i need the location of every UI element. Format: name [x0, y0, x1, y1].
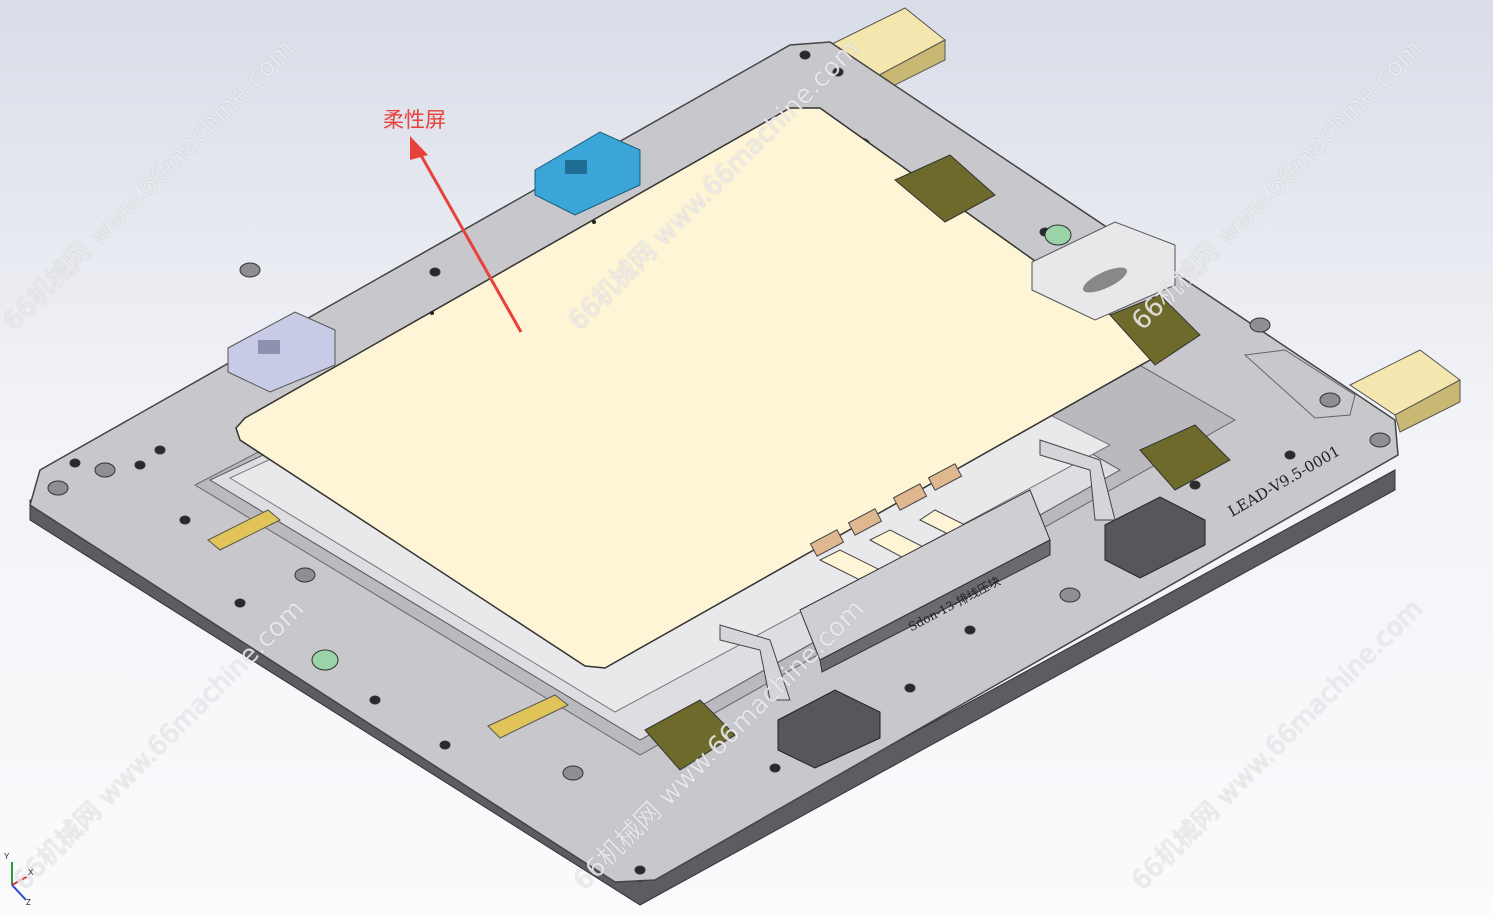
plate-hole — [94, 462, 116, 478]
plate-hole — [1319, 392, 1341, 408]
plate-hole — [904, 683, 916, 693]
flexible-screen-label: 柔性屏 — [383, 108, 446, 132]
plate-hole — [429, 267, 441, 277]
cable-press-block — [799, 489, 1051, 673]
plate-hole — [234, 598, 246, 608]
plate-hole — [369, 695, 381, 705]
coordinate-triad — [11, 862, 29, 901]
plate-hole — [1284, 450, 1296, 460]
plate-hole — [769, 763, 781, 773]
label-recess — [1243, 349, 1356, 419]
olive-clamps — [644, 154, 1231, 771]
plate-hole — [1189, 480, 1201, 490]
plate-hole — [294, 567, 316, 583]
plate-hole — [439, 740, 451, 750]
plate-hole — [832, 67, 844, 77]
clamp-lilac — [227, 311, 336, 393]
plate-hole — [964, 625, 976, 635]
clamp-blue — [534, 131, 641, 216]
plate-hole — [562, 765, 584, 781]
triad-y-label: Y — [4, 852, 10, 861]
plate-hole — [1059, 587, 1081, 603]
plate-hole — [1369, 432, 1391, 448]
triad-x-label: X — [28, 868, 34, 877]
plate-hole — [239, 262, 261, 278]
triad-z-label: Z — [26, 898, 31, 907]
plate-hole — [634, 865, 646, 875]
dark-latches — [719, 439, 1206, 769]
brass-tabs — [207, 509, 569, 739]
plate-hole — [799, 50, 811, 60]
plate-hole — [1249, 317, 1271, 333]
plate-hole — [179, 515, 191, 525]
annotation-arrow — [410, 136, 523, 333]
bushing-hole — [1044, 224, 1072, 246]
plate-hole — [69, 458, 81, 468]
plate-hole — [154, 445, 166, 455]
plate-hole — [47, 480, 69, 496]
guide-pin-right — [1349, 349, 1461, 433]
bushing-hole — [311, 649, 339, 671]
plate-hole — [134, 460, 146, 470]
clamp-white — [1031, 221, 1176, 321]
